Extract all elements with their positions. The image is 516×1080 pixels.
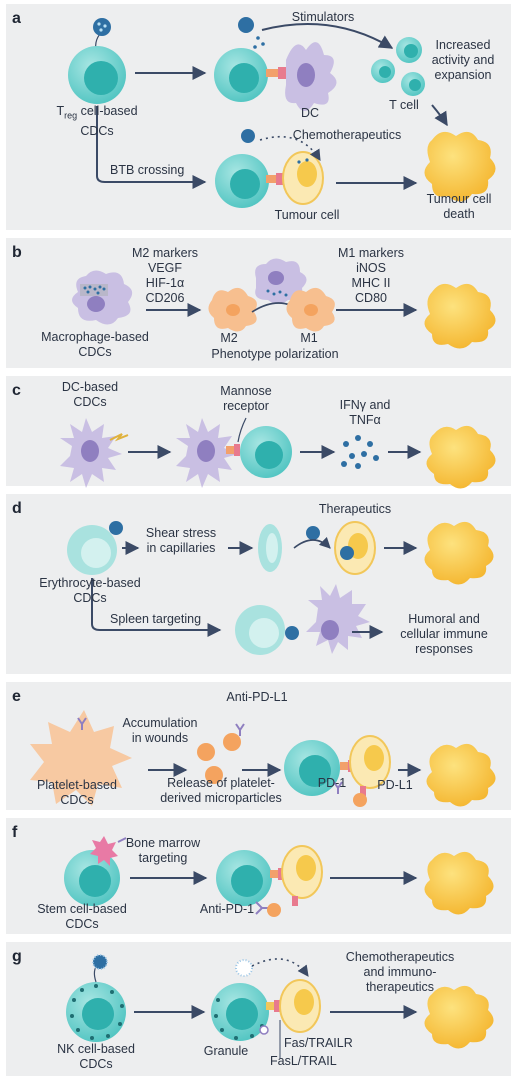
panel-f-graphics xyxy=(64,836,494,917)
m1-label: M1 xyxy=(300,331,318,345)
spleen-targeting-label: Spleen targeting xyxy=(110,612,202,626)
m2-label: M2 xyxy=(220,331,238,345)
panel-g-graphics xyxy=(66,954,494,1058)
panel-g-label: g xyxy=(12,948,22,965)
chemotherapeutics-label: Chemotherapeutics xyxy=(292,128,402,142)
therapeutics-label: Therapeutics xyxy=(318,502,392,516)
panel-f-label: f xyxy=(12,824,18,841)
panel-c-graphics xyxy=(60,417,496,489)
macrophage-icon xyxy=(72,270,133,325)
drug-particle-icon xyxy=(93,18,111,36)
granule-label: Granule xyxy=(203,1044,249,1058)
panel-a-label: a xyxy=(12,10,21,27)
dc-label: DC xyxy=(300,106,320,120)
fas-trailr-label: Fas/TRAILR xyxy=(284,1036,353,1050)
t-cell-label: T cell xyxy=(389,98,419,112)
panel-c-label: c xyxy=(12,382,21,399)
microparticle-icon xyxy=(197,743,215,761)
cytokine-dots-icon xyxy=(341,435,379,469)
fasl-trail-label: FasL/TRAIL xyxy=(270,1054,337,1068)
tumour-cell-label: Tumour cell xyxy=(274,208,340,222)
panel-e-label: e xyxy=(12,688,21,705)
panel-a-graphics xyxy=(68,17,496,208)
panel-b-label: b xyxy=(12,244,22,261)
dying-tumour-icon xyxy=(424,131,496,202)
btb-crossing-label: BTB crossing xyxy=(110,163,185,177)
release-microparticles-label: Release of platelet-derived microparticl… xyxy=(160,776,282,805)
anti-pd1-label: Anti-PD-1 xyxy=(199,902,255,916)
platelet-icon xyxy=(30,710,132,806)
pdl1-label: PD-L1 xyxy=(377,778,413,792)
panel-e-graphics xyxy=(30,710,496,807)
phenotype-polarization-label: Phenotype polarization xyxy=(211,347,339,361)
anti-pdl1-label: Anti-PD-L1 xyxy=(226,690,288,704)
panel-b-graphics xyxy=(72,258,496,349)
stimulators-label: Stimulators xyxy=(291,10,355,24)
pd1-label: PD-1 xyxy=(317,776,347,790)
panel-d-graphics xyxy=(67,521,494,655)
panel-d-label: d xyxy=(12,500,22,517)
